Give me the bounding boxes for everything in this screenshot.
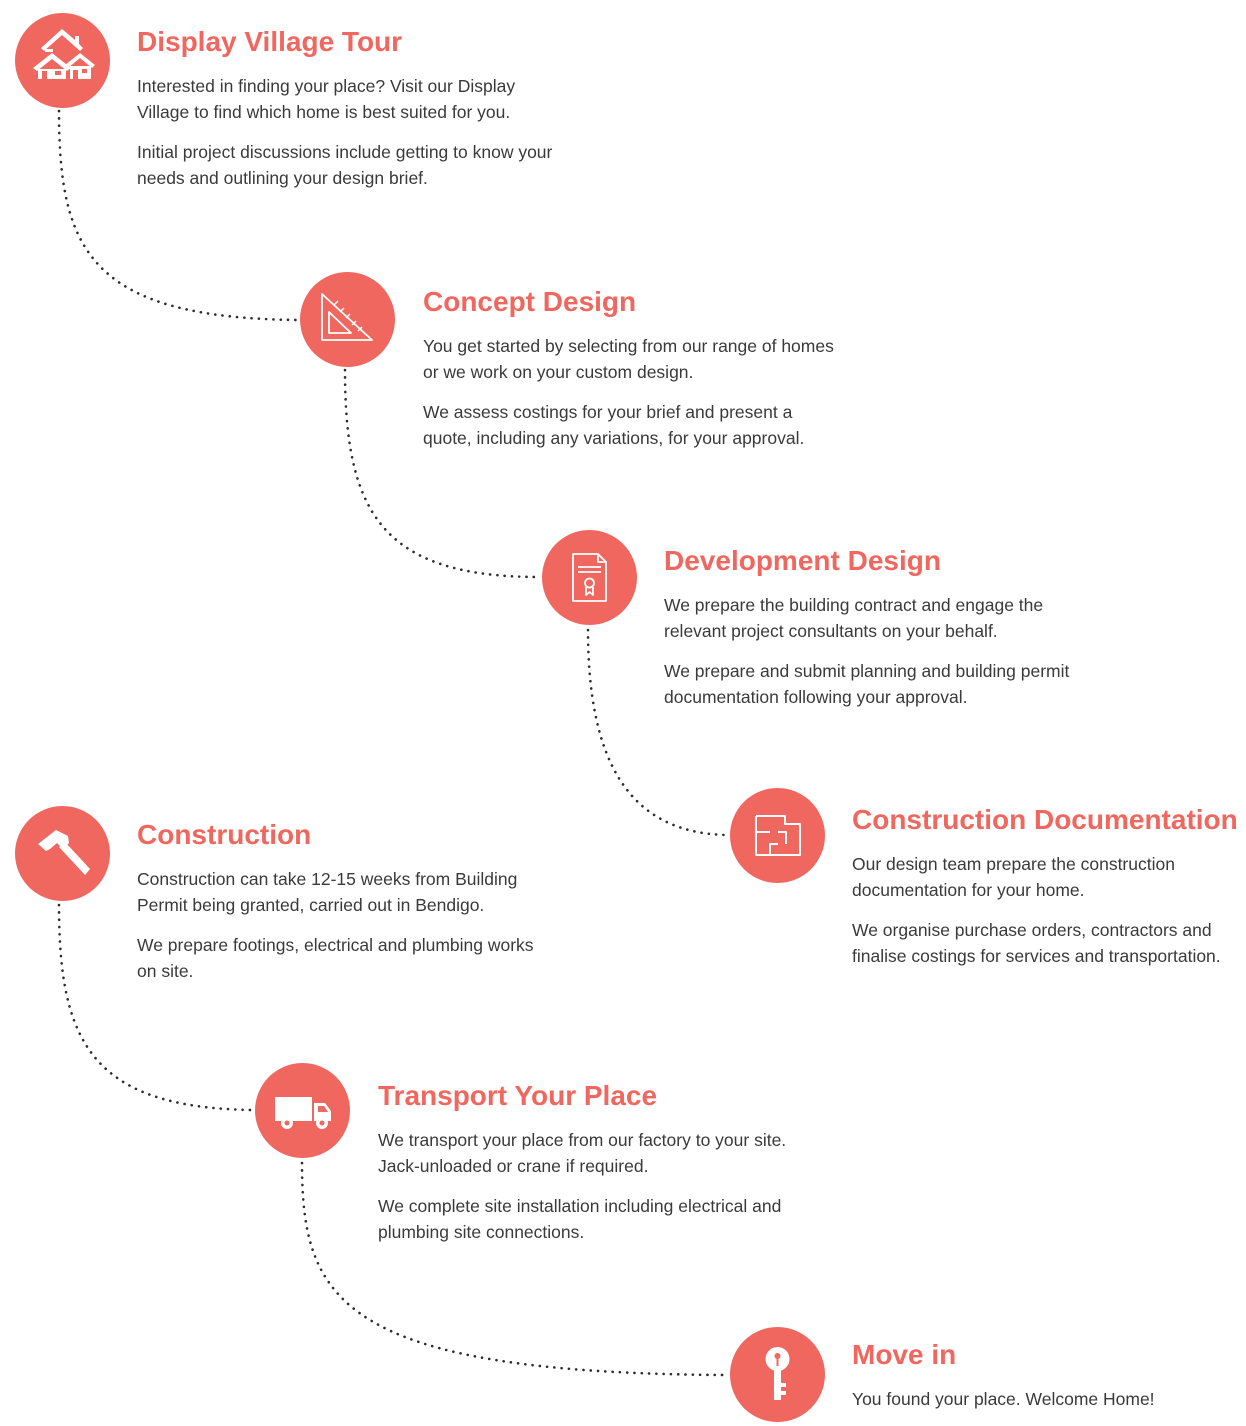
step-paragraph: We transport your place from our factory… bbox=[378, 1130, 787, 1176]
step-paragraph: Initial project discussions include gett… bbox=[137, 142, 553, 188]
step-title: Construction bbox=[137, 819, 312, 850]
step-paragraph: You found your place. Welcome Home! bbox=[852, 1389, 1155, 1409]
key-icon bbox=[765, 1347, 790, 1400]
step-paragraph: We prepare footings, electrical and plum… bbox=[137, 935, 534, 981]
step-3-text: Development Design We prepare the buildi… bbox=[664, 544, 1084, 724]
step-7-text: Move in You found your place. Welcome Ho… bbox=[852, 1338, 1246, 1426]
step-title: Construction Documentation bbox=[852, 804, 1238, 835]
step-paragraph: Construction can take 12-15 weeks from B… bbox=[137, 869, 518, 915]
step-title: Development Design bbox=[664, 545, 941, 576]
step-paragraph: We complete site installation including … bbox=[378, 1196, 782, 1242]
step-6-text: Transport Your Place We transport your p… bbox=[378, 1079, 798, 1259]
step-paragraph: We organise purchase orders, contractors… bbox=[852, 920, 1221, 966]
hammer-icon bbox=[38, 830, 90, 875]
step-5-text: Construction Construction can take 12-15… bbox=[137, 818, 557, 998]
step-7-icon-circle bbox=[730, 1327, 825, 1422]
step-paragraph: You get started by selecting from our ra… bbox=[423, 336, 834, 382]
step-paragraph: We assess costings for your brief and pr… bbox=[423, 402, 805, 448]
step-paragraph: Our design team prepare the construction… bbox=[852, 854, 1175, 900]
connector-5 bbox=[300, 1161, 729, 1377]
truck-icon bbox=[275, 1097, 331, 1129]
step-5-icon-circle bbox=[15, 806, 110, 901]
step-1-text: Display Village Tour Interested in findi… bbox=[137, 25, 557, 205]
step-4-icon-circle bbox=[730, 788, 825, 883]
connector-2 bbox=[343, 368, 541, 579]
step-paragraph: We prepare and submit planning and build… bbox=[664, 661, 1070, 707]
connector-4 bbox=[57, 903, 255, 1112]
step-2-icon-circle bbox=[300, 272, 395, 367]
step-title: Move in bbox=[852, 1339, 957, 1370]
set-square-icon bbox=[321, 293, 373, 341]
connector-1 bbox=[57, 109, 300, 322]
step-title: Transport Your Place bbox=[378, 1080, 658, 1111]
step-title: Display Village Tour bbox=[137, 26, 403, 57]
step-title: Concept Design bbox=[423, 286, 637, 317]
floor-plan-icon bbox=[755, 815, 801, 856]
step-paragraph: Interested in finding your place? Visit … bbox=[137, 76, 516, 122]
houses-icon bbox=[33, 29, 95, 79]
step-4-text: Construction Documentation Our design te… bbox=[852, 803, 1242, 983]
step-3-icon-circle bbox=[542, 530, 637, 625]
step-6-icon-circle bbox=[255, 1063, 350, 1158]
step-2-text: Concept Design You get started by select… bbox=[423, 285, 843, 465]
step-paragraph: We prepare the building contract and eng… bbox=[664, 595, 1044, 641]
step-1-icon-circle bbox=[15, 13, 110, 108]
certificate-document-icon bbox=[572, 553, 607, 602]
